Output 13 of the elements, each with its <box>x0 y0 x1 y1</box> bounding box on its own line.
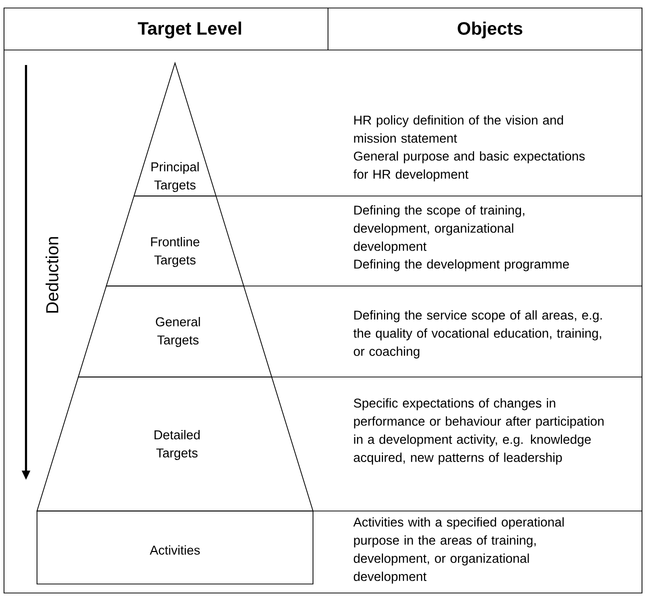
column-header: Objects <box>458 22 522 38</box>
pyramid-level: Frontline Targets <box>106 196 244 286</box>
side-label: Deduction <box>46 237 58 313</box>
object-description: General purpose and basic expectations for HR development <box>353 151 585 182</box>
pyramid-level: General Targets <box>78 286 272 378</box>
activity-box: Activities <box>36 510 314 584</box>
object-description: Defining the development programme <box>354 259 569 272</box>
object-description: Defining the service scope of all areas, e.g. the quality of vocational education, training, or coaching <box>353 310 602 358</box>
object-description: HR policy definition of the vision and mission statement <box>354 115 563 143</box>
object-description: Specific expectations of changes in performance or behaviour after participation in a development activity, e.g. knowledge acquired, new patterns of leadership <box>354 398 604 465</box>
column-header: Target Level <box>138 22 242 38</box>
object-description: Activities with a specified operational purpose in the areas of training, development, or organizational development <box>353 517 564 584</box>
object-description: Defining the scope of training, development, organizational development <box>354 205 524 254</box>
